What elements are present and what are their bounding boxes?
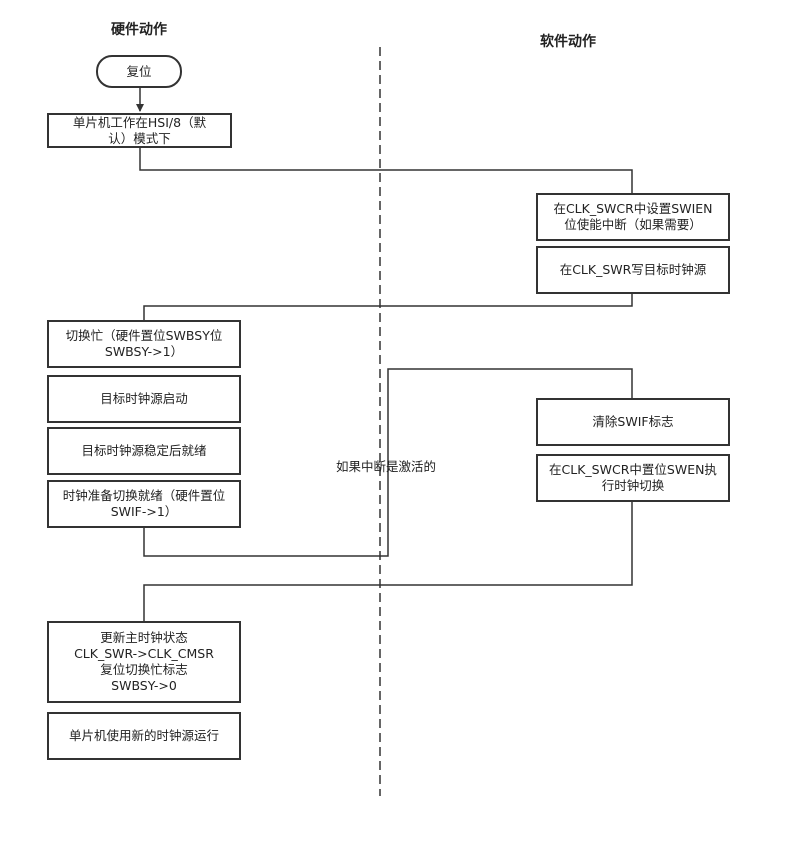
hsi-mode-node: 单片机工作在HSI/8（默 认）模式下 bbox=[47, 113, 232, 148]
connector-swr-to-busy bbox=[143, 293, 633, 321]
connector-swen-to-update bbox=[143, 502, 633, 622]
set-swien-node: 在CLK_SWCR中设置SWIEN 位使能中断（如果需要） bbox=[536, 193, 730, 241]
run-new-clock-node: 单片机使用新的时钟源运行 bbox=[47, 712, 241, 760]
set-swen-node: 在CLK_SWCR中置位SWEN执 行时钟切换 bbox=[536, 454, 730, 502]
write-swr-node: 在CLK_SWR写目标时钟源 bbox=[536, 246, 730, 294]
connector-hsi-to-swien bbox=[139, 147, 633, 194]
reset-node: 复位 bbox=[96, 55, 182, 88]
software-column-header: 软件动作 bbox=[540, 34, 596, 50]
interrupt-active-note: 如果中断是激活的 bbox=[336, 459, 437, 474]
connector-ready-to-clear bbox=[143, 368, 633, 557]
switch-busy-node: 切换忙（硬件置位SWBSY位 SWBSY->1） bbox=[47, 320, 241, 368]
clear-swif-node: 清除SWIF标志 bbox=[536, 398, 730, 446]
target-clock-start-node: 目标时钟源启动 bbox=[47, 375, 241, 423]
hardware-column-header: 硬件动作 bbox=[111, 22, 167, 38]
switch-ready-node: 时钟准备切换就绪（硬件置位 SWIF->1） bbox=[47, 480, 241, 528]
update-clock-status-node: 更新主时钟状态 CLK_SWR->CLK_CMSR 复位切换忙标志 SWBSY-… bbox=[47, 621, 241, 703]
target-clock-stable-node: 目标时钟源稳定后就绪 bbox=[47, 427, 241, 475]
